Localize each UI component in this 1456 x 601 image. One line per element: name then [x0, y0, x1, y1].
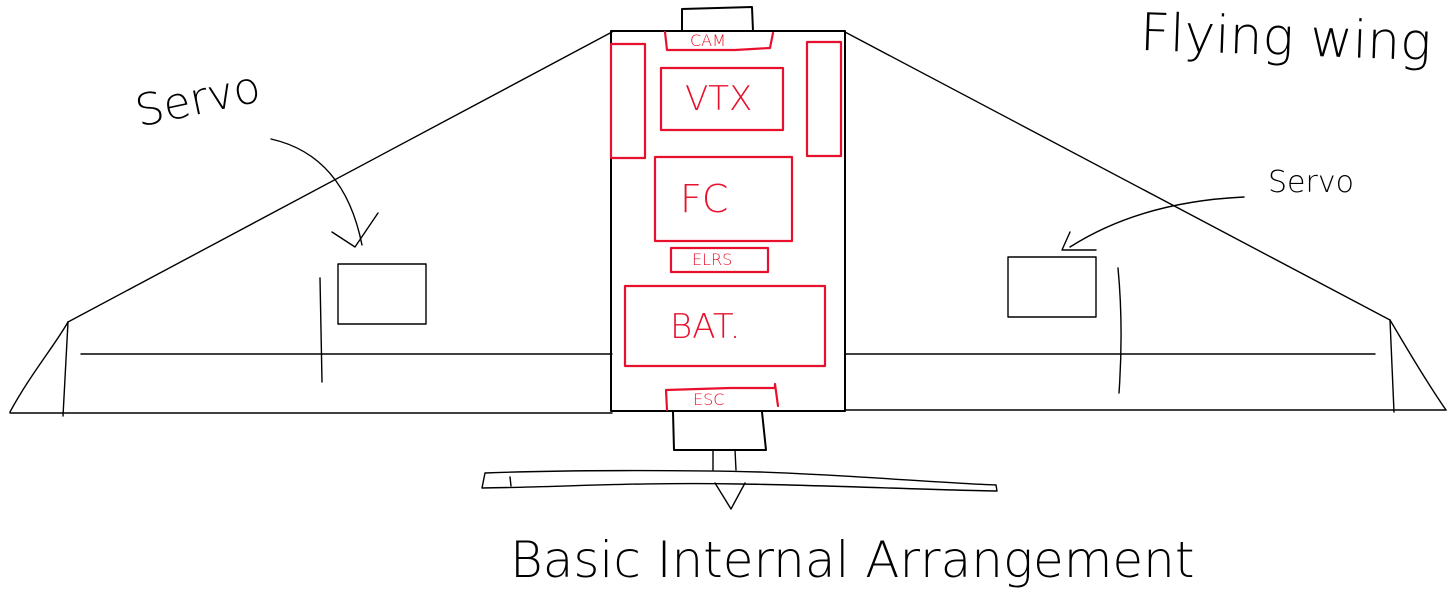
- esc-box: [664, 382, 780, 412]
- right-arrow-head-icon: [1061, 231, 1097, 251]
- bat-box: [623, 284, 827, 368]
- left-winglet: [9, 321, 69, 413]
- cam-box: [663, 30, 775, 52]
- esc-label: ESC: [693, 390, 725, 409]
- fuselage-body: [610, 30, 846, 412]
- elrs-label: ELRS: [692, 250, 733, 269]
- vtx-label: VTX: [685, 79, 753, 119]
- diagram-title: Flying wing: [1139, 2, 1433, 74]
- right-winglet: [1389, 319, 1447, 411]
- right-wing: [844, 31, 1447, 413]
- left-servo-arrow: [270, 138, 363, 246]
- right-elevon-hinge: [1117, 267, 1122, 394]
- bat-label: BAT.: [670, 307, 741, 347]
- right-side-module: [805, 40, 843, 158]
- left-elevon-hinge: [319, 277, 323, 383]
- left-leading-edge: [67, 31, 613, 323]
- camera-mount: [681, 6, 754, 32]
- motor-shaft: [712, 449, 737, 471]
- propeller: [481, 469, 998, 492]
- right-servo-box: [1007, 256, 1097, 318]
- left-arrow-head-icon: [331, 212, 379, 248]
- fc-label: FC: [680, 177, 729, 221]
- left-winglet-edge: [62, 321, 69, 417]
- vtx-box: [659, 66, 785, 132]
- right-servo-label: Servo: [1268, 165, 1354, 200]
- cam-label: CAM: [690, 31, 726, 50]
- right-leading-edge: [844, 31, 1391, 321]
- fc-box: [653, 155, 794, 243]
- propeller-mark: [509, 476, 512, 487]
- left-wing: [9, 31, 613, 417]
- spinner-icon: [714, 482, 746, 510]
- right-servo-arrow: [1069, 196, 1245, 248]
- motor: [672, 411, 767, 451]
- propulsion: [481, 411, 998, 510]
- diagram-caption: Basic Internal Arrangement: [510, 531, 1195, 589]
- elrs-box: [669, 246, 770, 274]
- fuselage: [609, 6, 846, 412]
- left-servo-box: [337, 263, 427, 325]
- left-side-module: [609, 42, 647, 160]
- right-winglet-edge: [1389, 319, 1395, 413]
